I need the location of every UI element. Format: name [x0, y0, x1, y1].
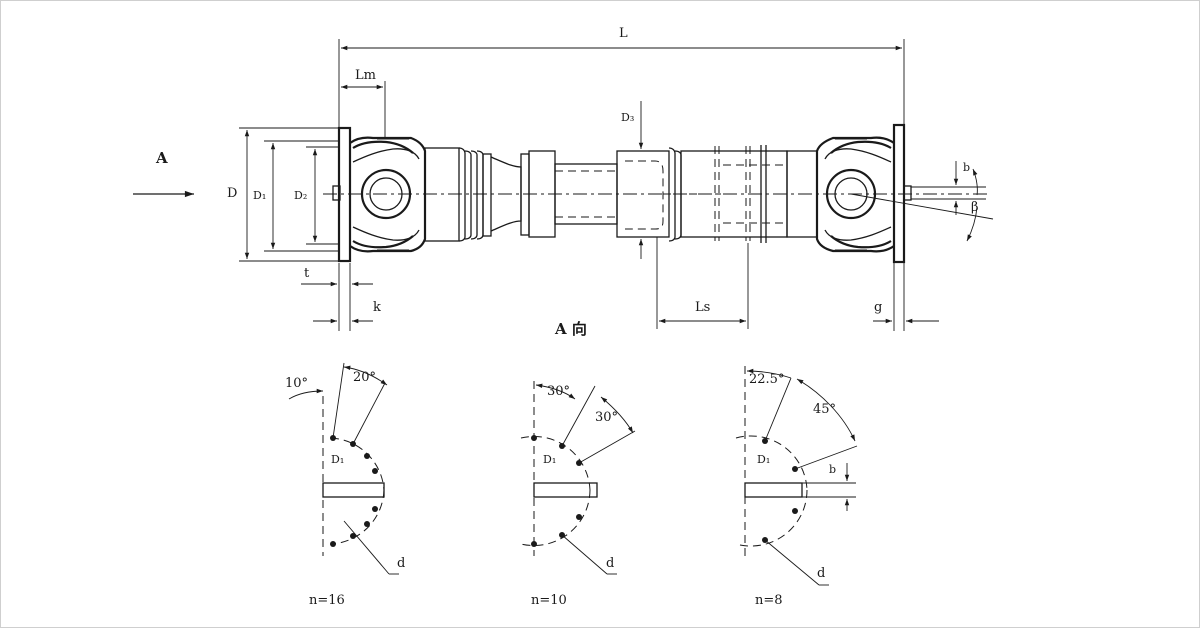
label-A: A [155, 149, 168, 167]
n8-hole: d [817, 566, 825, 581]
dimension-D1: D₁ [253, 142, 276, 250]
label-D3: D₃ [621, 111, 634, 124]
dimension-D: D [227, 129, 250, 259]
left-flange [239, 126, 352, 263]
label-D1: D₁ [253, 189, 266, 202]
n8-D1: D₁ [757, 453, 770, 466]
label-Lm: Lm [355, 68, 376, 83]
left-shaft-section [424, 147, 618, 242]
n8-angle2: 45° [813, 402, 836, 417]
right-flange [892, 123, 912, 331]
dimension-beta: β [850, 168, 994, 242]
label-k: k [373, 300, 381, 315]
label-D2: D₂ [294, 189, 307, 202]
dimension-t: t [301, 263, 373, 331]
dimension-Lm: Lm [341, 68, 386, 139]
left-yoke [349, 136, 427, 253]
dimension-D2: D₂ [294, 148, 318, 243]
dimension-D3: D₃ [621, 101, 644, 259]
dimension-k: k [313, 300, 381, 324]
dimension-L: L [338, 26, 905, 129]
n10-D1: D₁ [543, 453, 556, 466]
dimension-g: g [873, 300, 939, 324]
n16-label: n=16 [309, 593, 345, 608]
label-t: t [304, 266, 310, 281]
label-beta: β [971, 200, 979, 215]
n8-key-b: b [829, 463, 836, 476]
label-g: g [874, 300, 882, 315]
flange-view-n16: 10° 20° D₁ d n=16 [285, 362, 405, 608]
label-b: b [963, 161, 970, 174]
spline-section [616, 145, 818, 243]
n10-hole: d [606, 556, 614, 571]
n16-angle2: 20° [353, 370, 376, 385]
dimension-Ls: Ls [656, 237, 749, 329]
label-Ls: Ls [695, 300, 710, 315]
right-yoke [815, 136, 895, 253]
n8-angle1: 22.5° [749, 372, 784, 387]
view-arrow-A: A [133, 149, 194, 198]
n16-angle1: 10° [285, 376, 308, 391]
n10-label: n=10 [531, 593, 567, 608]
flange-view-n8: 22.5° 45° D₁ b d n=8 [735, 366, 858, 608]
flange-view-n10: 30° 30° D₁ d n=10 [520, 381, 636, 608]
label-D: D [227, 186, 237, 201]
n10-angle1: 30° [547, 384, 570, 399]
label-L: L [619, 26, 628, 41]
n10-angle2: 30° [595, 410, 618, 425]
n16-hole: d [397, 556, 405, 571]
view-title: A 向 [554, 320, 587, 338]
n16-D1: D₁ [331, 453, 344, 466]
n8-label: n=8 [755, 593, 783, 608]
